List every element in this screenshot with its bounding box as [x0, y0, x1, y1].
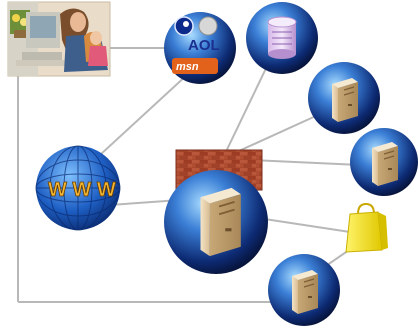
globe-label: W W W — [48, 179, 116, 201]
msn-logo: msn — [172, 58, 218, 74]
aol-logo: AOL — [174, 16, 220, 54]
database-icon — [267, 16, 297, 59]
server-icon — [371, 141, 399, 187]
globe-icon — [35, 145, 121, 231]
server-icon — [291, 269, 319, 315]
home-user-photo — [7, 1, 111, 77]
server-sphere-right — [350, 128, 418, 196]
database-sphere — [246, 2, 318, 74]
server-icon — [331, 77, 359, 123]
server-sphere-top — [308, 62, 380, 134]
server-sphere-bottom — [268, 254, 340, 326]
www-globe: W W W — [35, 145, 121, 231]
main-server-icon — [199, 186, 242, 258]
aol-label: AOL — [188, 37, 220, 54]
shopping-bag-icon — [345, 202, 388, 253]
main-server-sphere — [164, 170, 268, 274]
msn-label: msn — [176, 61, 199, 73]
connector-lines — [17, 47, 361, 303]
isp-sphere: AOL msn — [164, 12, 236, 84]
